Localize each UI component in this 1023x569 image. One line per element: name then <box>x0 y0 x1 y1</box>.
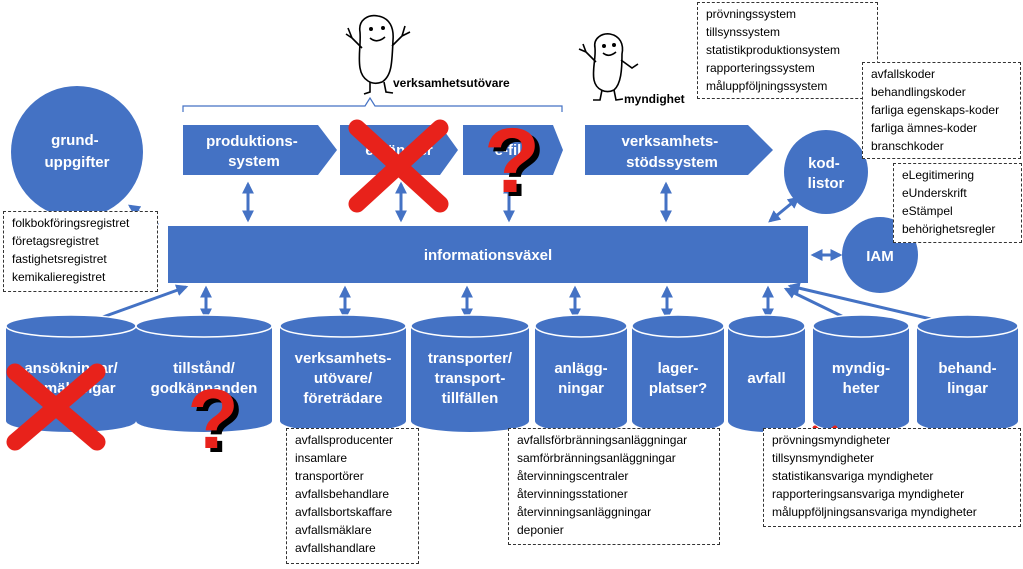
business-support-label: verksamhets- stödssystem <box>622 133 723 171</box>
database-waste <box>728 326 805 432</box>
database-operators-label: verksamhets-utövare/företrädare <box>295 350 392 407</box>
e-file-shape <box>463 125 563 175</box>
database-facilities <box>535 326 627 432</box>
database-authorities-top <box>812 314 910 338</box>
information-hub-label: informationsväxel <box>424 247 552 264</box>
operator-bracket <box>182 96 563 112</box>
information-hub <box>168 226 808 283</box>
database-storage <box>632 326 724 432</box>
database-permits-label: tillstånd/godkännanden <box>151 360 258 397</box>
code-lists-label: kod- listor <box>808 155 845 192</box>
database-treatments-top <box>916 314 1019 338</box>
operator-figure-icon <box>345 14 411 95</box>
cross-mark-icon <box>348 119 449 213</box>
database-operators-top <box>279 314 407 338</box>
production-system-label: produktions- system <box>206 133 302 170</box>
database-group: ansökningar/anmälningartillstånd/godkänn… <box>5 314 1019 432</box>
database-authorities <box>813 326 909 432</box>
database-permits <box>136 326 272 432</box>
question-mark-icon: ? <box>187 372 238 466</box>
business-support-shape <box>585 125 773 175</box>
iam-label: IAM <box>866 248 894 265</box>
base-data-label: grund- uppgifter <box>45 132 110 171</box>
database-applications-top <box>5 314 137 338</box>
authority-label: myndighet <box>624 92 685 106</box>
question-mark-icon: ? <box>484 110 540 212</box>
database-treatments-label: behand-lingar <box>938 360 996 397</box>
operator-label: verksamhetsutövare <box>393 76 510 90</box>
database-waste-top <box>727 314 806 338</box>
question-mark-icon: ? <box>192 376 243 470</box>
production-system-shape <box>183 125 337 175</box>
database-storage-top <box>631 314 725 338</box>
cross-mark-icon <box>6 363 106 451</box>
database-transports <box>411 326 529 432</box>
database-applications <box>6 326 136 432</box>
database-transports-top <box>410 314 530 338</box>
code-lists-circle <box>784 130 868 214</box>
database-transports-label: transporter/transport-tillfällen <box>428 350 513 407</box>
database-facilities-label: anlägg-ningar <box>554 360 607 397</box>
base-data-circle <box>11 86 143 218</box>
database-facilities-top <box>534 314 628 338</box>
question-mark-icon: ? <box>489 114 545 216</box>
database-treatments <box>916 326 1018 432</box>
database-permits-top <box>135 314 273 338</box>
database-waste-label: avfall <box>747 370 785 387</box>
authority-figure-icon <box>578 33 639 101</box>
database-authorities-label: myndig-heter <box>832 360 890 397</box>
e-file-label: e-fil <box>495 142 522 159</box>
database-operators <box>280 326 406 432</box>
database-storage-label: lager-platser? <box>649 360 707 397</box>
